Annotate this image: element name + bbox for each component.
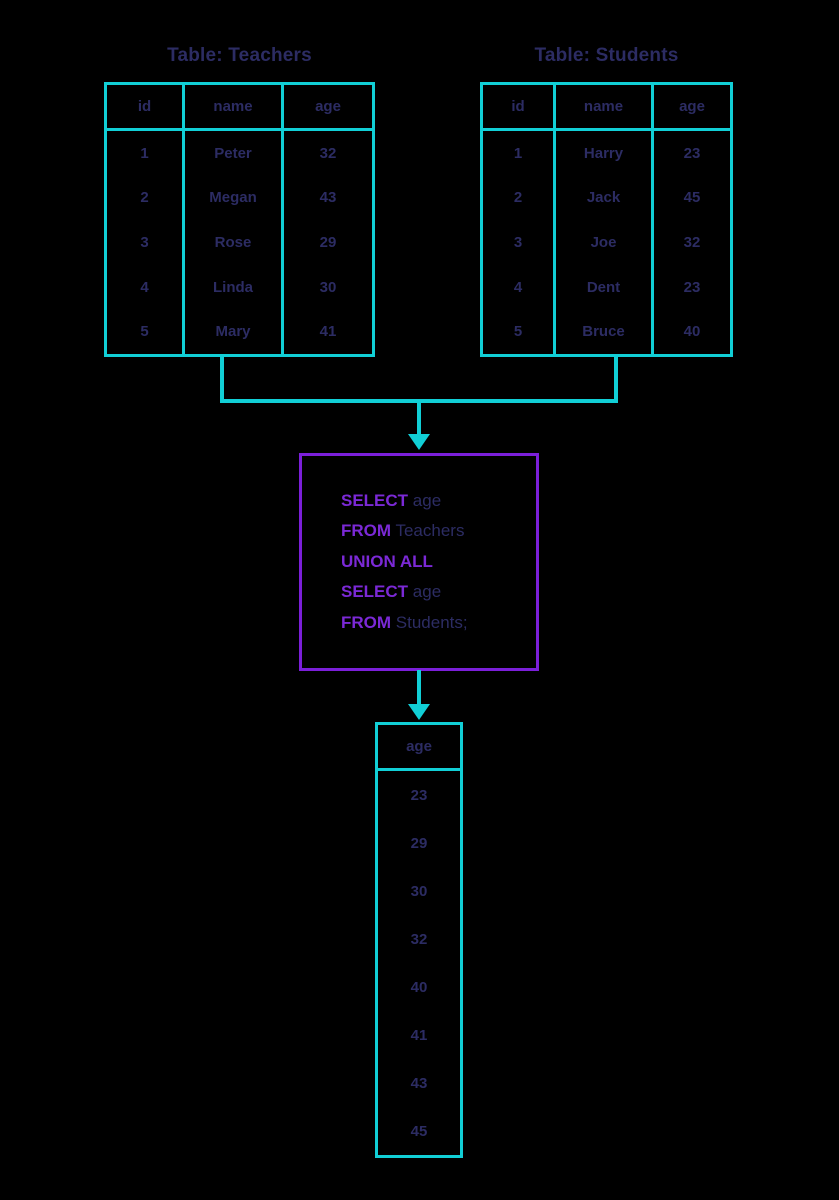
column-header-id: id <box>137 98 152 115</box>
sql-line: SELECT age <box>341 577 536 608</box>
table-body: 1 Harry 23 2 Jack 45 3 Joe 32 4 Dent 2 3 … <box>483 131 730 354</box>
table-row: 1 Peter 32 <box>107 131 372 176</box>
table-row: 1 Harry 23 <box>483 131 730 176</box>
sql-keyword: FROM <box>341 521 392 541</box>
result-table: age 23 29 30 32 40 41 43 45 <box>375 722 463 1158</box>
cell-name: Harry <box>553 131 654 176</box>
cell-name: Jack <box>553 175 654 221</box>
column-header-age: age <box>679 98 705 115</box>
cell-id: 4 <box>140 278 149 296</box>
cell-id: 4 <box>513 278 523 296</box>
cell-id: 5 <box>140 323 149 341</box>
cell-age: 30 <box>319 278 337 296</box>
table-body: 1 Peter 32 2 Megan 43 3 Rose 29 4 Linda … <box>107 131 372 354</box>
table-teachers: id name age 1 Peter 32 2 Megan 43 3 Rose… <box>104 82 375 357</box>
result-table-body: 23 29 30 32 40 41 43 45 <box>378 771 460 1155</box>
sql-identifier: age <box>408 490 442 510</box>
cell-age: 29 <box>319 233 337 251</box>
cell-name: Megan <box>182 175 284 221</box>
sql-line: FROM Teachers <box>341 516 536 547</box>
column-header-id: id <box>511 98 525 115</box>
arrowhead-down-icon <box>408 704 430 720</box>
connector-line-to-result <box>417 670 421 706</box>
cell-id: 3 <box>140 233 149 251</box>
cell-name: Mary <box>182 309 284 354</box>
cell-name: Bruce <box>553 309 654 354</box>
cell-age: 43 <box>319 189 337 207</box>
cell-age: 32 <box>319 144 337 162</box>
result-column-header-age: age <box>378 725 460 771</box>
sql-keyword: FROM <box>341 612 392 632</box>
table-header-row: id name age <box>483 85 730 131</box>
cell-id: 5 <box>513 323 523 341</box>
cell-age: 23 <box>683 144 701 162</box>
column-header-name: name <box>182 85 284 128</box>
table-row: 3 Rose 29 <box>107 220 372 265</box>
cell-name: Dent <box>553 264 654 310</box>
table-row: 4 Linda 30 <box>107 264 372 310</box>
sql-keyword: SELECT <box>341 582 409 602</box>
sql-keyword: SELECT <box>341 490 409 510</box>
cell-age: 45 <box>683 189 701 207</box>
table-row: 3 Joe 32 <box>483 220 730 265</box>
arrowhead-down-icon <box>408 434 430 450</box>
cell-age: 40 <box>683 323 701 341</box>
table-row: 5 Mary 41 <box>107 309 372 354</box>
table-row: 4 Dent 23 <box>483 264 730 310</box>
sql-line: FROM Students; <box>341 608 536 639</box>
result-row: 43 <box>410 1074 428 1092</box>
result-row: 32 <box>410 930 428 948</box>
connector-line-teachers-drop <box>220 357 224 403</box>
cell-age: 23 <box>683 278 701 296</box>
cell-name: Rose <box>182 220 284 265</box>
sql-line: SELECT age <box>341 486 536 517</box>
sql-query-box: SELECT age FROM Teachers UNION ALL SELEC… <box>299 453 539 671</box>
cell-name: Joe <box>553 220 654 265</box>
result-row: 23 <box>410 786 428 804</box>
sql-line: UNION ALL <box>341 547 536 578</box>
column-header-name: name <box>553 85 654 128</box>
sql-identifier: age <box>408 582 442 602</box>
table-title-students: Table: Students <box>534 45 679 66</box>
table-row: 5 Bruce 40 <box>483 309 730 354</box>
cell-name: Peter <box>182 131 284 176</box>
sql-identifier: Teachers <box>391 521 465 541</box>
cell-id: 3 <box>513 233 523 251</box>
cell-id: 1 <box>513 144 523 162</box>
table-row: 2 Megan 43 <box>107 175 372 221</box>
result-row: 45 <box>410 1122 428 1140</box>
cell-age: 32 <box>683 233 701 251</box>
sql-keyword: UNION ALL <box>341 551 433 571</box>
table-row: 2 Jack 45 <box>483 175 730 221</box>
result-row: 41 <box>410 1026 428 1044</box>
cell-name: Linda <box>182 264 284 310</box>
cell-id: 2 <box>513 189 523 207</box>
sql-identifier: Students; <box>391 612 468 632</box>
column-header-age: age <box>315 98 341 115</box>
table-header-row: id name age <box>107 85 372 131</box>
result-row: 30 <box>410 882 428 900</box>
connector-line-students-drop <box>614 357 618 403</box>
cell-id: 1 <box>140 144 149 162</box>
result-row: 40 <box>410 978 428 996</box>
cell-id: 2 <box>140 189 149 207</box>
result-row: 29 <box>410 834 428 852</box>
cell-age: 41 <box>319 323 337 341</box>
table-title-teachers: Table: Teachers <box>167 45 312 66</box>
table-students: id name age 1 Harry 23 2 Jack 45 3 Joe 3… <box>480 82 733 357</box>
connector-line-to-query <box>417 399 421 436</box>
